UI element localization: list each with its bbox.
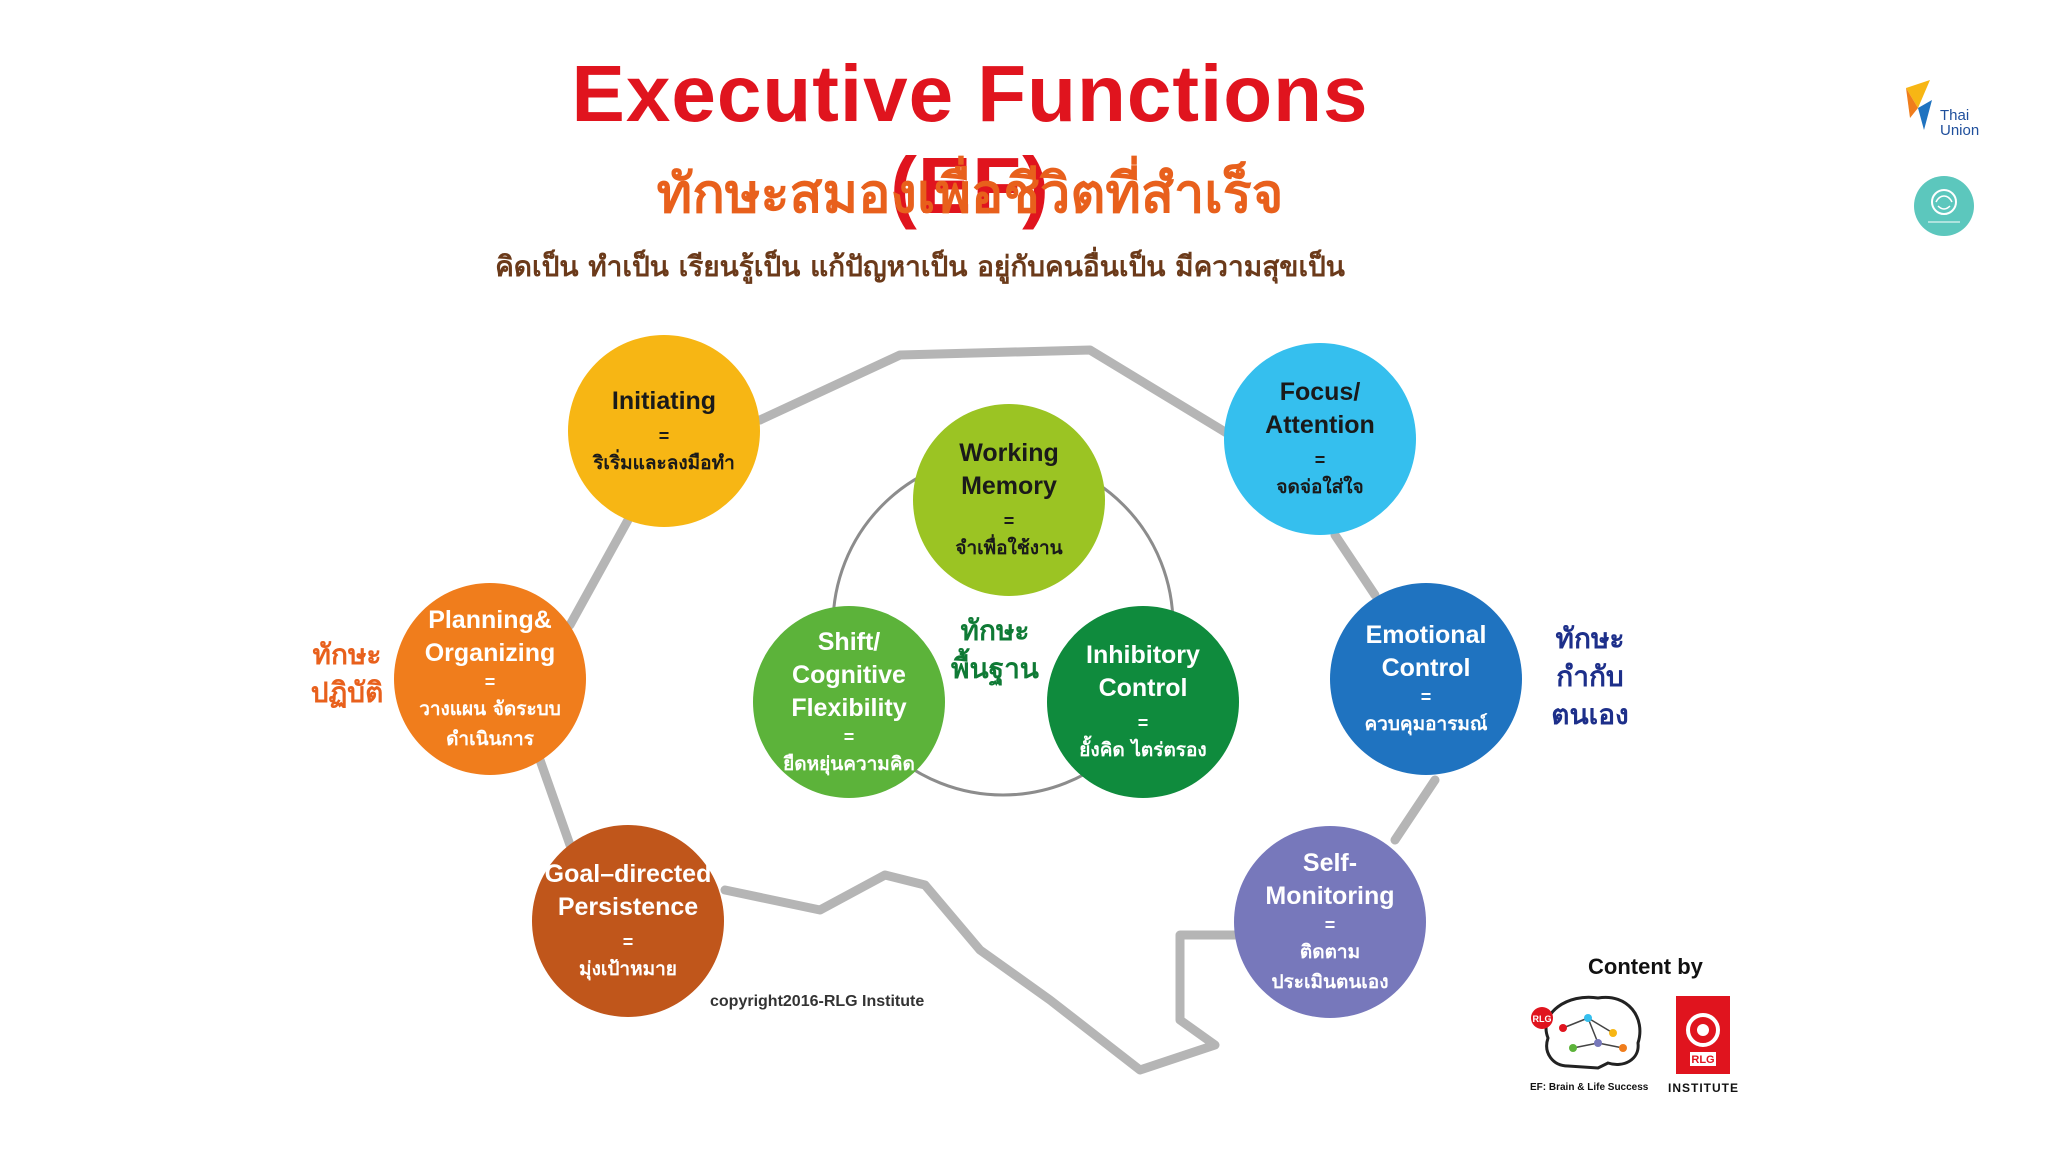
subtitle-thai: ทักษะสมองเพื่อชีวิตที่สำเร็จ bbox=[656, 162, 1284, 225]
node-shift-th: ยืดหยุ่นความคิด bbox=[783, 752, 915, 775]
ef-logo-caption: EF: Brain & Life Success bbox=[1530, 1082, 1649, 1093]
node-planning-organizing: Planning& Organizing = วางแผน จัดระบบ ดำ… bbox=[394, 583, 586, 775]
node-emotional-en1: Emotional bbox=[1365, 621, 1487, 649]
node-self-eq: = bbox=[1324, 915, 1336, 935]
copyright-text: copyright2016-RLG Institute bbox=[710, 993, 925, 1010]
node-inhibitory-en2: Control bbox=[1098, 674, 1188, 702]
node-inhibitory-control: Inhibitory Control = ยั้งคิด ไตร่ตรอง bbox=[1047, 606, 1239, 798]
outline-right-lower bbox=[1390, 775, 1440, 845]
node-self-en2: Monitoring bbox=[1265, 882, 1395, 910]
node-focus-en2: Attention bbox=[1265, 411, 1375, 439]
node-focus-en1: Focus/ bbox=[1279, 378, 1361, 406]
node-working-eq: = bbox=[1003, 511, 1015, 531]
node-shift-en2: Cognitive bbox=[792, 660, 906, 689]
thai-union-logo-text: Thai Union bbox=[1940, 108, 1979, 138]
node-planning-en1: Planning& bbox=[428, 606, 552, 634]
tagline-thai: คิดเป็น ทำเป็น เรียนรู้เป็น แก้ปัญหาเป็น… bbox=[495, 250, 1345, 283]
node-planning-th1: วางแผน จัดระบบ bbox=[419, 698, 561, 720]
rlg-institute-logo: RLG bbox=[1676, 996, 1730, 1074]
node-initiating-th: ริเริ่มและลงมือทำ bbox=[593, 451, 735, 474]
node-focus-eq: = bbox=[1314, 450, 1326, 470]
node-goal-th: มุ่งเป้าหมาย bbox=[579, 958, 677, 980]
node-initiating: Initiating = ริเริ่มและลงมือทำ bbox=[568, 335, 760, 527]
label-core-skills: ทักษะ พื้นฐาน bbox=[940, 612, 1050, 688]
node-self-monitoring: Self- Monitoring = ติดตาม ประเมินตนเอง bbox=[1234, 826, 1426, 1018]
label-core-line1: ทักษะ bbox=[960, 614, 1030, 647]
label-practice-line2: ปฏิบัติ bbox=[310, 676, 384, 709]
node-initiating-eq: = bbox=[658, 425, 670, 446]
node-shift-en1: Shift/ bbox=[817, 627, 881, 656]
outline-right-upper bbox=[1330, 530, 1380, 600]
content-by-label: Content by bbox=[1588, 954, 1703, 979]
ef-logo-badge: RLG bbox=[1533, 1014, 1552, 1024]
label-practice-skills: ทักษะ ปฏิบัติ bbox=[292, 636, 402, 712]
node-inhibitory-th: ยั้งคิด ไตร่ตรอง bbox=[1079, 739, 1207, 761]
node-inhibitory-eq: = bbox=[1137, 713, 1149, 733]
node-emotional-th: ควบคุมอารมณ์ bbox=[1364, 713, 1488, 735]
node-emotional-en2: Control bbox=[1381, 654, 1471, 682]
rlg-institute-text: INSTITUTE bbox=[1668, 1081, 1739, 1095]
label-selfreg-line2: กำกับ bbox=[1556, 660, 1624, 693]
outline-bottom bbox=[720, 870, 1255, 1075]
node-goal-en1: Goal–directed bbox=[544, 860, 712, 888]
node-emotional-eq: = bbox=[1420, 687, 1432, 707]
node-shift-eq: = bbox=[843, 726, 855, 747]
label-core-line2: พื้นฐาน bbox=[951, 652, 1039, 685]
page-title: Executive Functions (EF) bbox=[571, 49, 1369, 230]
outline-top bbox=[755, 345, 1235, 440]
node-planning-en2: Organizing bbox=[424, 639, 556, 667]
node-working-en2: Memory bbox=[961, 472, 1057, 500]
rlg-badge-text: RLG bbox=[1691, 1054, 1714, 1066]
label-practice-line1: ทักษะ bbox=[312, 638, 382, 671]
node-inhibitory-en1: Inhibitory bbox=[1086, 641, 1200, 669]
outline-left-upper bbox=[565, 515, 633, 630]
node-self-en1: Self- bbox=[1302, 849, 1358, 877]
node-self-th2: ประเมินตนเอง bbox=[1271, 971, 1389, 993]
rlg-swirl-icon: RLG bbox=[1686, 1013, 1720, 1066]
node-shift-en3: Flexibility bbox=[791, 693, 907, 722]
node-self-th1: ติดตาม bbox=[1299, 941, 1361, 963]
outline-left-lower bbox=[535, 755, 575, 850]
thai-union-logo-icon bbox=[1906, 80, 1932, 130]
node-working-en1: Working bbox=[959, 439, 1059, 467]
node-goal-eq: = bbox=[622, 932, 634, 952]
node-emotional-control: Emotional Control = ควบคุมอารมณ์ bbox=[1330, 583, 1522, 775]
node-goal-directed-persistence: Goal–directed Persistence = มุ่งเป้าหมาย bbox=[532, 825, 724, 1017]
node-planning-th2: ดำเนินการ bbox=[446, 728, 534, 750]
node-focus-th: จดจ่อใส่ใจ bbox=[1276, 476, 1364, 498]
label-selfreg-line3: ตนเอง bbox=[1551, 698, 1629, 731]
node-shift-cognitive-flexibility: Shift/ Cognitive Flexibility = ยืดหยุ่นค… bbox=[753, 606, 945, 798]
node-working-th: จำเพื่อใช้งาน bbox=[955, 537, 1063, 559]
teal-emblem-logo bbox=[1914, 176, 1974, 236]
thai-union-line1: Thai bbox=[1940, 107, 1970, 124]
label-selfreg-line1: ทักษะ bbox=[1555, 622, 1625, 655]
node-initiating-en: Initiating bbox=[611, 386, 717, 415]
thai-union-line2: Union bbox=[1940, 122, 1980, 139]
node-working-memory: Working Memory = จำเพื่อใช้งาน bbox=[913, 404, 1105, 596]
node-focus-attention: Focus/ Attention = จดจ่อใส่ใจ bbox=[1224, 343, 1416, 535]
node-planning-eq: = bbox=[484, 672, 496, 692]
node-goal-en2: Persistence bbox=[557, 893, 699, 921]
label-self-regulation-skills: ทักษะ กำกับ ตนเอง bbox=[1530, 620, 1650, 734]
ef-brain-logo: RLG bbox=[1531, 995, 1642, 1070]
